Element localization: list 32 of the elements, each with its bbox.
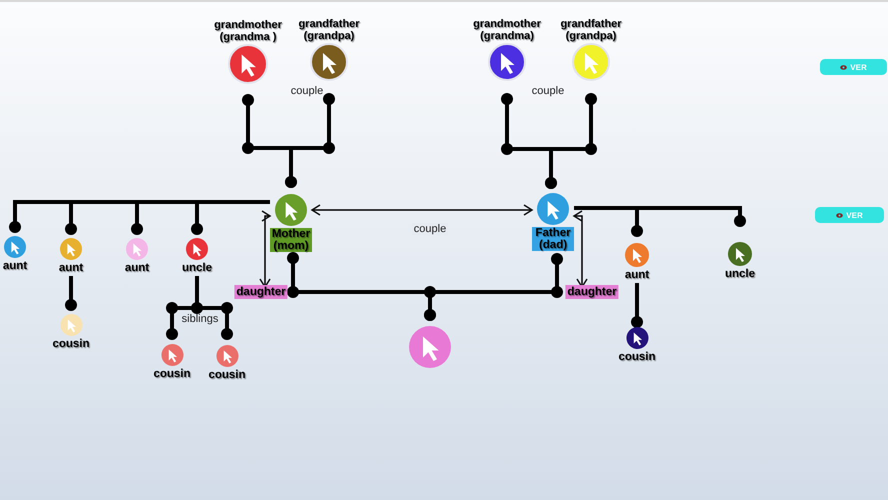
person-label: aunt <box>624 269 650 281</box>
edge-label: couple <box>412 223 448 235</box>
person-label: cousin <box>618 351 656 363</box>
relation-label: daughter <box>234 285 288 299</box>
person-label: grandmother (grandma ) <box>213 19 283 43</box>
person-label: Father (dad) <box>532 227 574 251</box>
family-line <box>631 283 643 328</box>
view-button: VER <box>815 207 884 223</box>
family-line <box>545 93 597 189</box>
person-label: cousin <box>208 369 246 381</box>
view-button: VER <box>820 59 887 75</box>
relation-label: daughter <box>565 285 619 299</box>
family-line <box>65 276 77 311</box>
relation-note: couple <box>532 85 564 97</box>
person-label: grandfather (grandpa) <box>559 18 623 42</box>
person-label: uncle <box>724 268 756 280</box>
person-label: aunt <box>58 262 84 274</box>
family-line <box>424 253 563 321</box>
person-label: cousin <box>153 368 191 380</box>
person-label: aunt <box>2 260 28 272</box>
person-label: grandfather (grandpa) <box>297 18 361 42</box>
relation-note: siblings <box>182 313 218 325</box>
arrow <box>259 210 271 288</box>
arrow <box>311 204 533 216</box>
arrow <box>573 210 588 288</box>
relation-note: couple <box>290 85 324 97</box>
person-label: cousin <box>52 338 90 350</box>
person-label: aunt <box>124 262 150 274</box>
person-label: uncle <box>182 262 212 274</box>
person-label: Mother (mom) <box>270 228 312 252</box>
person-label: grandmother (grandma) <box>472 18 542 42</box>
family-line <box>285 93 335 188</box>
